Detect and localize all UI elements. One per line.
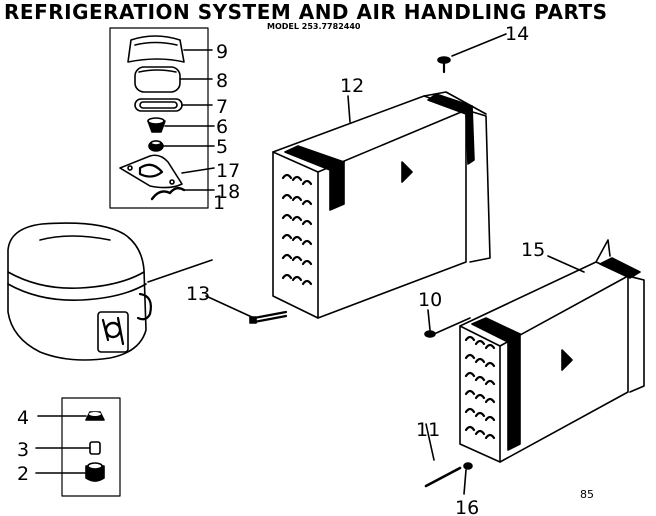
part-7-gasket — [134, 98, 183, 112]
part-13-screw — [205, 295, 288, 324]
callout-5: 5 — [216, 136, 228, 158]
callout-1: 1 — [213, 192, 225, 214]
callout-2: 2 — [17, 463, 29, 485]
page-number: 85 — [580, 488, 594, 501]
callout-3: 3 — [17, 439, 29, 461]
mounting-parts-kit — [109, 27, 215, 209]
callout-16: 16 — [455, 497, 479, 516]
callout-4: 4 — [17, 407, 29, 429]
part-8-pad — [134, 66, 181, 93]
part-1-compressor — [7, 222, 213, 361]
part-15-condenser-coil — [459, 239, 645, 463]
part-10-screw — [424, 309, 471, 338]
callout-10: 10 — [418, 289, 442, 311]
callout-15: 15 — [521, 239, 545, 261]
part-11-rod — [424, 423, 462, 488]
part-9-cover — [127, 35, 185, 63]
part-6-grommet — [147, 117, 166, 133]
part-2-grommet — [85, 465, 105, 482]
part-12-evaporator-coil — [272, 91, 491, 319]
part-14-screw — [437, 33, 507, 74]
part-16-screw — [463, 462, 473, 495]
callout-8: 8 — [216, 70, 228, 92]
model-number: MODEL 253.7782440 — [267, 22, 361, 31]
callout-18: 18 — [216, 181, 240, 203]
compressor-mount-parts — [35, 397, 121, 497]
callout-12: 12 — [340, 75, 364, 97]
callout-11: 11 — [416, 419, 440, 441]
callout-7: 7 — [216, 96, 228, 118]
diagram-title: REFRIGERATION SYSTEM AND AIR HANDLING PA… — [4, 0, 608, 24]
callout-17: 17 — [216, 160, 240, 182]
callout-13: 13 — [186, 283, 210, 305]
part-18-clip — [150, 186, 186, 201]
callout-9: 9 — [216, 41, 228, 63]
part-17-bracket — [119, 154, 183, 189]
callout-6: 6 — [216, 116, 228, 138]
part-3-sleeve — [89, 441, 101, 455]
part-5-plug — [148, 140, 164, 152]
callout-14: 14 — [505, 23, 529, 45]
